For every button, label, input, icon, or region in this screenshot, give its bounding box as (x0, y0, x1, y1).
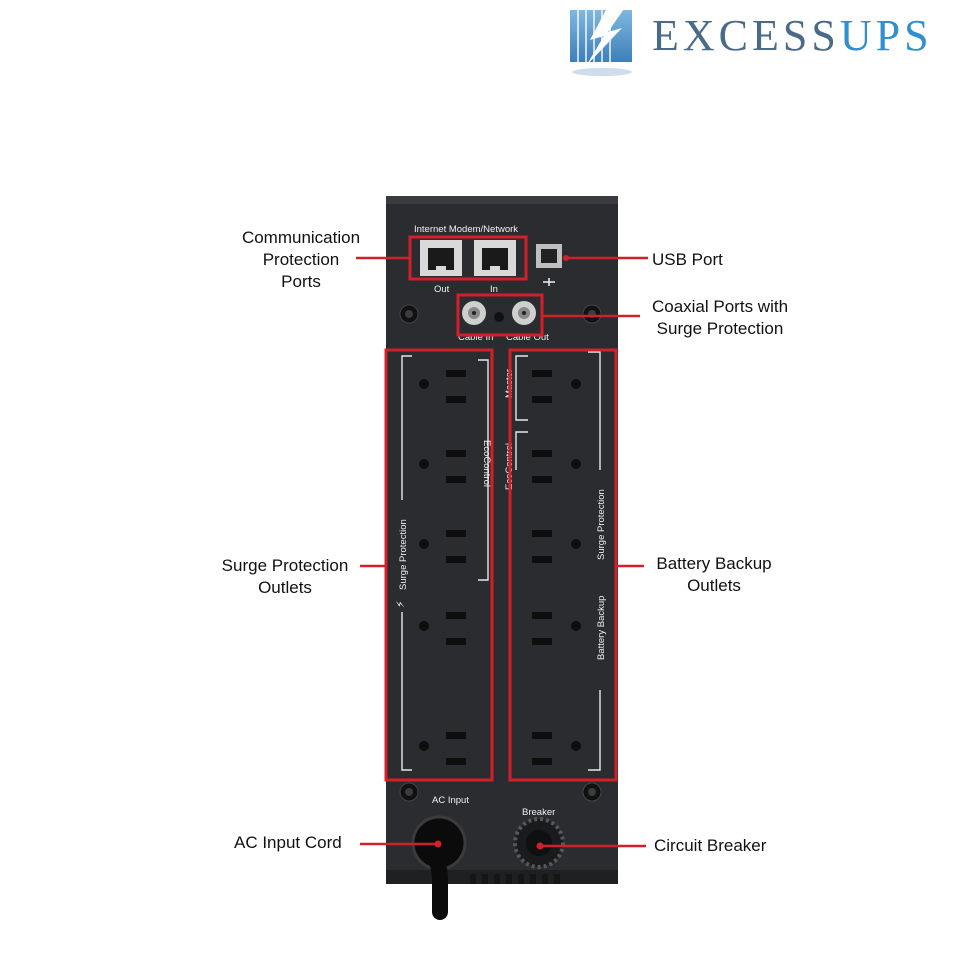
port-in-label: In (490, 284, 498, 295)
vent-slots (470, 874, 560, 884)
outlet-icon (532, 450, 581, 483)
callout-circuit-breaker-label: Circuit Breaker (654, 836, 767, 855)
battery-outlets (532, 370, 581, 765)
lightning-icon: ⚡ (395, 600, 407, 608)
usb-port-icon (536, 244, 562, 286)
callout-usb-label: USB Port (652, 250, 723, 269)
outlet-icon (419, 370, 466, 403)
outlet-icon (532, 530, 581, 563)
outlet-icon (532, 612, 581, 645)
callout-surge-line1: Surge Protection (221, 556, 349, 575)
surge-outlets (419, 370, 466, 765)
outlet-icon (419, 612, 466, 645)
cable-out-label: Cable Out (506, 332, 549, 343)
callout-battery-line2: Outlets (687, 576, 741, 595)
callout-communication-line2: Protection (262, 250, 340, 269)
ups-body (386, 196, 618, 884)
callout-communication-line1: Communication (241, 228, 361, 247)
port-out-label: Out (434, 284, 450, 295)
logo-wordmark: EXCESSUPS (652, 10, 933, 61)
surge-protection-right-label: Surge Protection (596, 489, 607, 560)
brand-logo: EXCESSUPS (568, 6, 958, 86)
callout-surge-outlets: Surge Protection Outlets (212, 555, 358, 599)
bracket-lines (401, 351, 601, 771)
callout-communication-ports: Communication Protection Ports (226, 227, 376, 293)
eco-control-side-label-left: EcoControl (481, 440, 492, 487)
callout-communication-line3: Ports (281, 272, 321, 291)
callout-coaxial: Coaxial Ports with Surge Protection (640, 296, 800, 340)
callout-ac-input-cord: AC Input Cord (234, 832, 342, 854)
outlet-icon (419, 732, 466, 765)
breaker-label: Breaker (522, 807, 555, 818)
logo-mark-icon (570, 6, 632, 76)
ups-bottom-base (386, 870, 618, 884)
battery-backup-side-label: Battery Backup (596, 596, 607, 660)
coax-cable-out (512, 301, 536, 325)
callout-coaxial-line1: Coaxial Ports with (651, 297, 789, 316)
rj-port-in (474, 240, 516, 276)
callout-battery-outlets: Battery Backup Outlets (646, 553, 782, 597)
ups-top-edge (386, 196, 618, 204)
logo-text-ups: UPS (839, 11, 933, 60)
coax-cable-in (462, 301, 486, 325)
callout-lines (356, 256, 648, 848)
outlet-icon (532, 732, 581, 765)
callout-surge-line2: Outlets (258, 578, 312, 597)
cable-in-label: Cable In (458, 332, 493, 343)
callout-battery-line1: Battery Backup (656, 554, 772, 573)
callout-circuit-breaker: Circuit Breaker (654, 835, 766, 857)
ac-input-label: AC Input (432, 795, 469, 806)
callout-coaxial-line2: Surge Protection (656, 319, 784, 338)
callout-usb-port: USB Port (652, 249, 723, 271)
callout-ac-input-label: AC Input Cord (234, 833, 342, 852)
logo-text-excess: EXCESS (652, 11, 840, 60)
outlet-icon (532, 370, 581, 403)
callout-dots (434, 255, 569, 850)
outlet-icon (419, 530, 466, 563)
outlet-icon (419, 450, 466, 483)
network-header-label: Internet Modem/Network (414, 224, 518, 235)
rj-port-out (420, 240, 462, 276)
surge-protection-side-label: Surge Protection (398, 519, 409, 590)
